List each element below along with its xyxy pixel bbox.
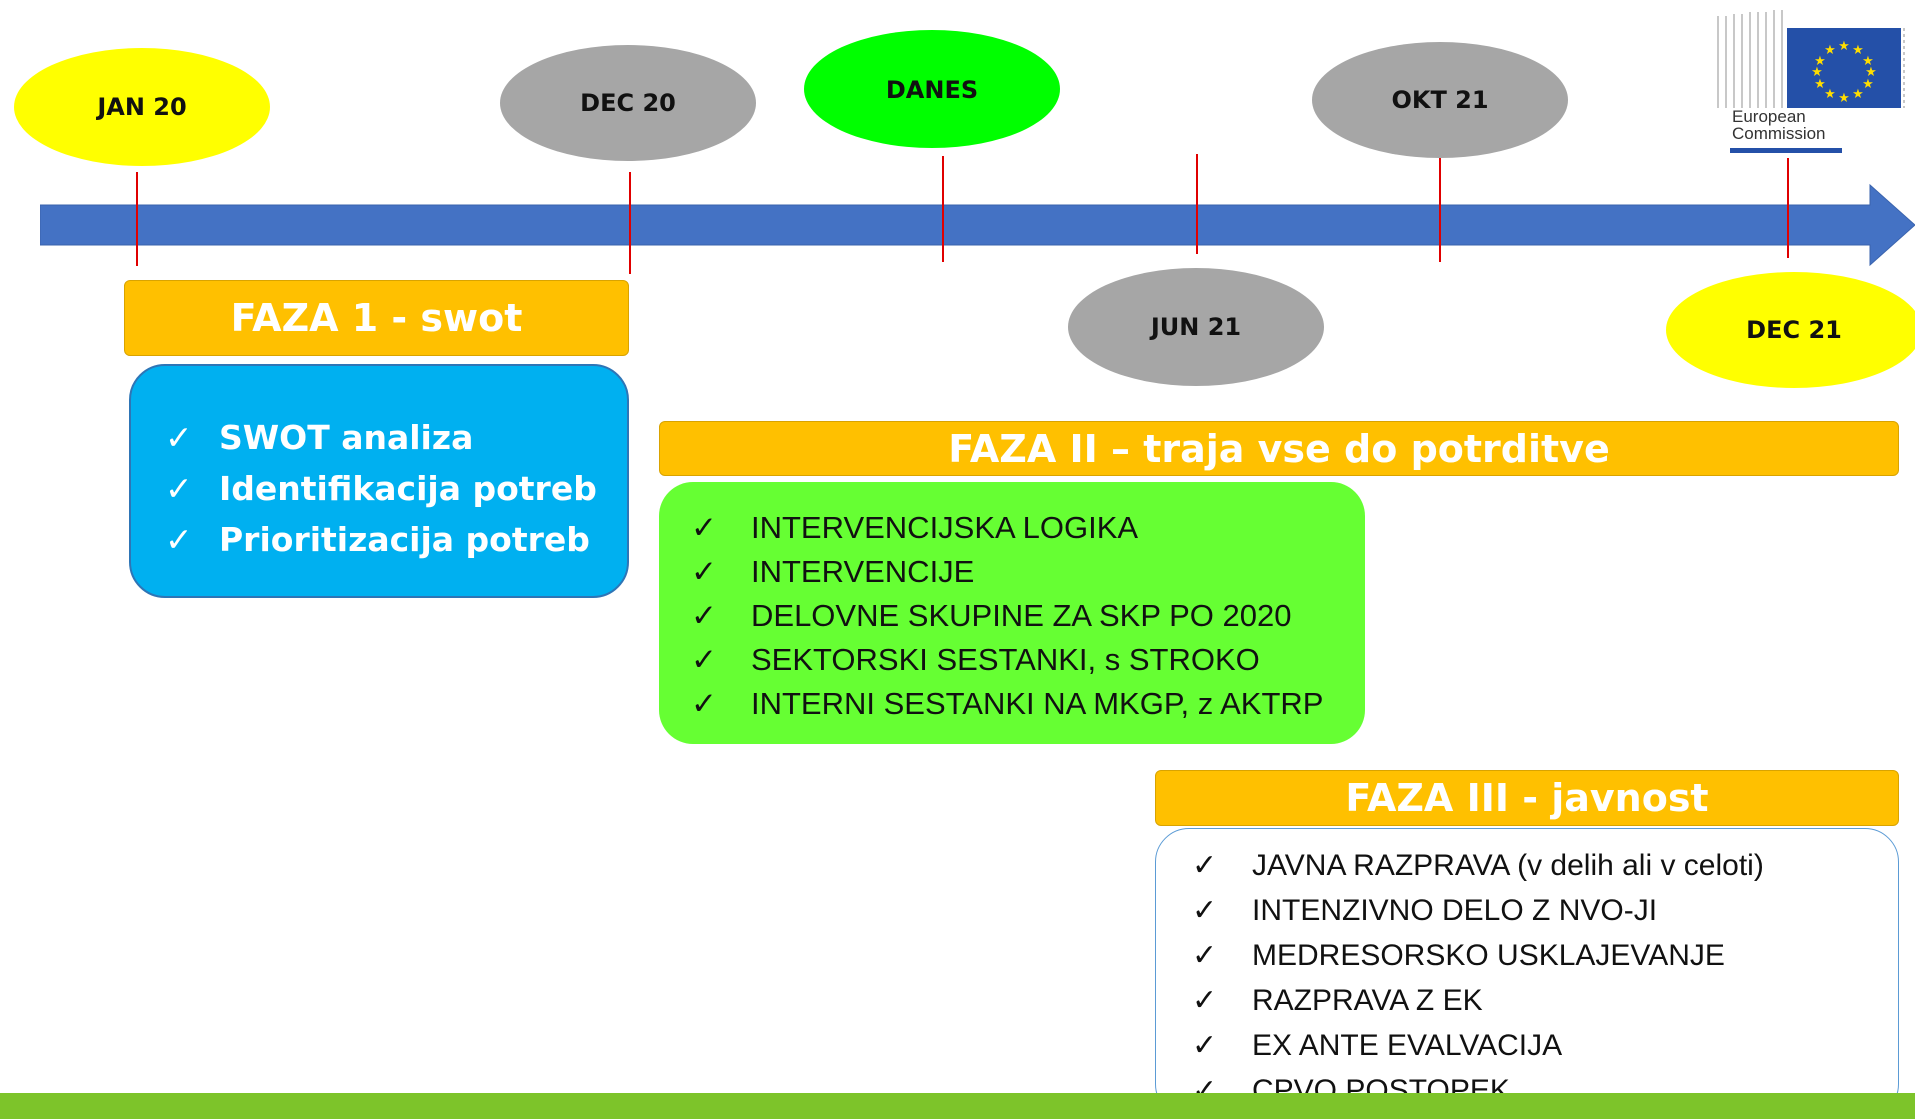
tick-jun21 (1196, 154, 1198, 254)
checkmark-icon: ✓ (691, 510, 717, 545)
checkmark-icon: ✓ (1192, 939, 1218, 972)
svg-text:★: ★ (1865, 65, 1877, 80)
svg-text:★: ★ (1824, 87, 1836, 102)
phase1-list: ✓ SWOT analiza ✓ Identifikacija potreb ✓… (165, 412, 627, 565)
milestone-jun21: JUN 21 (1068, 268, 1324, 386)
svg-text:★: ★ (1852, 43, 1864, 58)
list-item: ✓ DELOVNE SKUPINE ZA SKP PO 2020 (691, 594, 1365, 638)
svg-text:★: ★ (1862, 77, 1874, 92)
checkmark-icon: ✓ (165, 418, 193, 457)
list-item: ✓ SWOT analiza (165, 412, 627, 463)
list-item: ✓ SEKTORSKI SESTANKI, s STROKO (691, 638, 1365, 682)
list-item: ✓ EX ANTE EVALVACIJA (1192, 1023, 1898, 1068)
milestone-danes: DANES (804, 30, 1060, 148)
list-item-text: MEDRESORSKO USKLAJEVANJE (1252, 938, 1725, 972)
svg-text:★: ★ (1814, 77, 1826, 92)
list-item: ✓ JAVNA RAZPRAVA (v delih ali v celoti) (1192, 843, 1898, 888)
svg-text:★: ★ (1814, 54, 1826, 69)
ec-logo-line2: Commission (1732, 124, 1826, 143)
ec-logo-line1: European (1732, 107, 1806, 126)
list-item-text: INTERVENCIJSKA LOGIKA (751, 510, 1139, 545)
list-item: ✓ Prioritizacija potreb (165, 514, 627, 565)
list-item-text: DELOVNE SKUPINE ZA SKP PO 2020 (751, 598, 1292, 633)
list-item-text: Prioritizacija potreb (219, 520, 590, 559)
checkmark-icon: ✓ (691, 554, 717, 589)
svg-text:★: ★ (1852, 87, 1864, 102)
phase3-title: FAZA III - javnost (1345, 776, 1709, 820)
milestone-label: JUN 21 (1150, 313, 1242, 341)
phase3-header: FAZA III - javnost (1155, 770, 1899, 826)
checkmark-icon: ✓ (691, 642, 717, 677)
list-item-text: Identifikacija potreb (219, 469, 597, 508)
tick-jan20 (136, 172, 138, 266)
list-item: ✓ INTERNI SESTANKI NA MKGP, z AKTRP (691, 682, 1365, 726)
svg-text:★: ★ (1824, 43, 1836, 58)
list-item: ✓ Identifikacija potreb (165, 463, 627, 514)
phase2-panel: ✓ INTERVENCIJSKA LOGIKA ✓ INTERVENCIJE ✓… (659, 482, 1365, 744)
list-item-text: RAZPRAVA Z EK (1252, 983, 1483, 1017)
checkmark-icon: ✓ (691, 598, 717, 633)
list-item: ✓ INTERVENCIJSKA LOGIKA (691, 506, 1365, 550)
list-item-text: INTERNI SESTANKI NA MKGP, z AKTRP (751, 686, 1324, 721)
phase2-title: FAZA II – traja vse do potrditve (948, 426, 1610, 471)
svg-text:★: ★ (1838, 39, 1850, 54)
milestone-label: DANES (885, 76, 979, 104)
svg-text:★: ★ (1811, 65, 1823, 80)
tick-okt21 (1439, 158, 1441, 262)
list-item-text: JAVNA RAZPRAVA (v delih ali v celoti) (1252, 848, 1764, 882)
tick-dec21 (1787, 158, 1789, 258)
checkmark-icon: ✓ (1192, 849, 1218, 882)
list-item-text: SWOT analiza (219, 418, 474, 457)
list-item: ✓ MEDRESORSKO USKLAJEVANJE (1192, 933, 1898, 978)
checkmark-icon: ✓ (165, 520, 193, 559)
milestone-dec21: DEC 21 (1666, 272, 1915, 388)
milestone-jan20: JAN 20 (14, 48, 270, 166)
phase2-list: ✓ INTERVENCIJSKA LOGIKA ✓ INTERVENCIJE ✓… (691, 506, 1365, 726)
phase1-title: FAZA 1 - swot (230, 296, 523, 340)
milestone-okt21: OKT 21 (1312, 42, 1568, 158)
milestone-dec20: DEC 20 (500, 45, 756, 161)
phase1-panel: ✓ SWOT analiza ✓ Identifikacija potreb ✓… (129, 364, 629, 598)
list-item: ✓ INTERVENCIJE (691, 550, 1365, 594)
phase3-list: ✓ JAVNA RAZPRAVA (v delih ali v celoti) … (1192, 843, 1898, 1113)
milestone-label: JAN 20 (97, 93, 187, 121)
tick-danes (942, 156, 944, 262)
list-item: ✓ RAZPRAVA Z EK (1192, 978, 1898, 1023)
checkmark-icon: ✓ (1192, 894, 1218, 927)
milestone-label: OKT 21 (1391, 86, 1489, 114)
ec-logo-underline (1730, 148, 1842, 153)
bottom-bar (0, 1093, 1915, 1119)
list-item-text: INTENZIVNO DELO Z NVO-JI (1252, 893, 1658, 927)
timeline-arrow (40, 183, 1915, 267)
ec-logo-text: European Commission (1732, 108, 1826, 142)
list-item-text: EX ANTE EVALVACIJA (1252, 1028, 1563, 1062)
phase1-header: FAZA 1 - swot (124, 280, 629, 356)
list-item-text: INTERVENCIJE (751, 554, 975, 589)
milestone-label: DEC 20 (580, 89, 676, 117)
ec-building-icon: ★ ★ ★ ★ ★ ★ ★ ★ ★ ★ ★ ★ (1717, 10, 1905, 108)
svg-text:★: ★ (1862, 54, 1874, 69)
checkmark-icon: ✓ (691, 686, 717, 721)
checkmark-icon: ✓ (1192, 984, 1218, 1017)
milestone-label: DEC 21 (1746, 316, 1842, 344)
tick-dec20 (629, 172, 631, 274)
checkmark-icon: ✓ (1192, 1029, 1218, 1062)
list-item: ✓ INTENZIVNO DELO Z NVO-JI (1192, 888, 1898, 933)
phase3-panel: ✓ JAVNA RAZPRAVA (v delih ali v celoti) … (1155, 828, 1899, 1118)
list-item-text: SEKTORSKI SESTANKI, s STROKO (751, 642, 1260, 677)
european-commission-logo: ★ ★ ★ ★ ★ ★ ★ ★ ★ ★ ★ ★ European Commiss… (1712, 8, 1914, 158)
phase2-header: FAZA II – traja vse do potrditve (659, 421, 1899, 476)
svg-text:★: ★ (1838, 91, 1850, 106)
checkmark-icon: ✓ (165, 469, 193, 508)
